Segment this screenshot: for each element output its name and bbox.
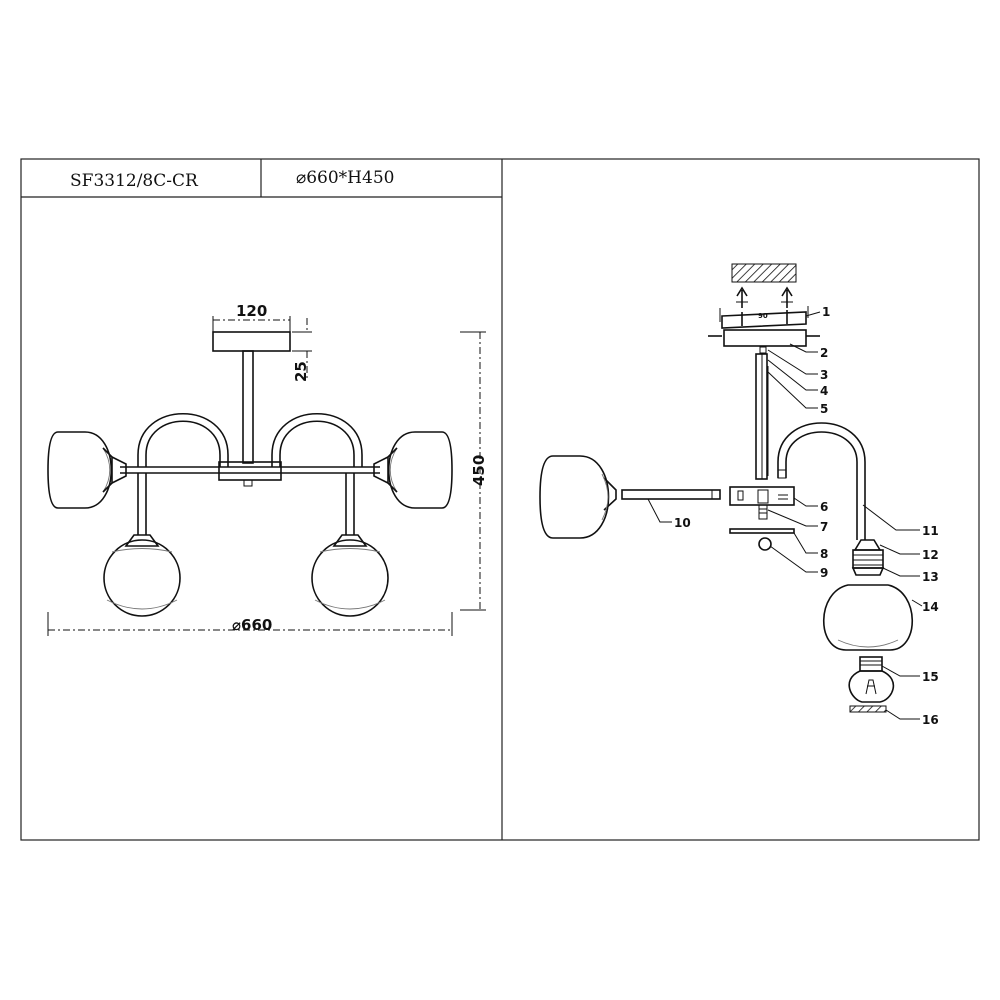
part-label-16: 16 <box>922 713 939 727</box>
part-label-10: 10 <box>674 516 691 530</box>
exploded-gooseneck-arm <box>777 422 866 540</box>
part-label-8: 8 <box>820 547 828 561</box>
model-number: SF3312/8C-CR <box>70 171 199 191</box>
exploded-glass-shade <box>823 584 913 651</box>
canopy <box>212 331 291 352</box>
part-label-15: 15 <box>922 670 939 684</box>
dim-canopy-width: 120 <box>236 302 267 320</box>
leader-lines <box>647 311 923 720</box>
dim-mount-spacing: 90 <box>758 312 768 320</box>
part-label-13: 13 <box>922 570 939 584</box>
part-label-12: 12 <box>922 548 939 562</box>
ceiling-hatch <box>731 263 797 283</box>
exploded-socket <box>851 539 885 576</box>
exploded-canopy <box>723 329 807 347</box>
part-label-9: 9 <box>820 566 828 580</box>
part-label-2: 2 <box>820 346 828 360</box>
part-label-4: 4 <box>820 384 828 398</box>
exploded-view: 90 <box>539 263 939 727</box>
exploded-side-arm <box>539 455 721 539</box>
ball-finial <box>758 537 772 551</box>
front-elevation: 120 25 450 ⌀660 <box>47 302 488 636</box>
side-shade-left <box>47 431 127 509</box>
drawing-frame <box>20 158 980 841</box>
dim-diameter: ⌀660 <box>232 616 272 634</box>
stem <box>242 350 254 464</box>
part-label-14: 14 <box>922 600 939 614</box>
part-label-6: 6 <box>820 500 828 514</box>
part-label-3: 3 <box>820 368 828 382</box>
globe-right <box>311 534 389 617</box>
part-label-1: 1 <box>822 305 830 319</box>
globe-left <box>103 534 181 617</box>
dim-height: 450 <box>470 455 488 486</box>
cover-plate <box>729 528 795 534</box>
light-bulb <box>848 656 895 703</box>
shade-ring <box>849 705 887 713</box>
part-label-7: 7 <box>820 520 828 534</box>
part-label-5: 5 <box>820 402 828 416</box>
part-label-11: 11 <box>922 524 939 538</box>
overall-size: ⌀660*H450 <box>296 168 394 188</box>
dim-canopy-height: 25 <box>292 361 310 382</box>
mounting-plate <box>721 311 807 329</box>
side-shade-right <box>373 431 453 509</box>
